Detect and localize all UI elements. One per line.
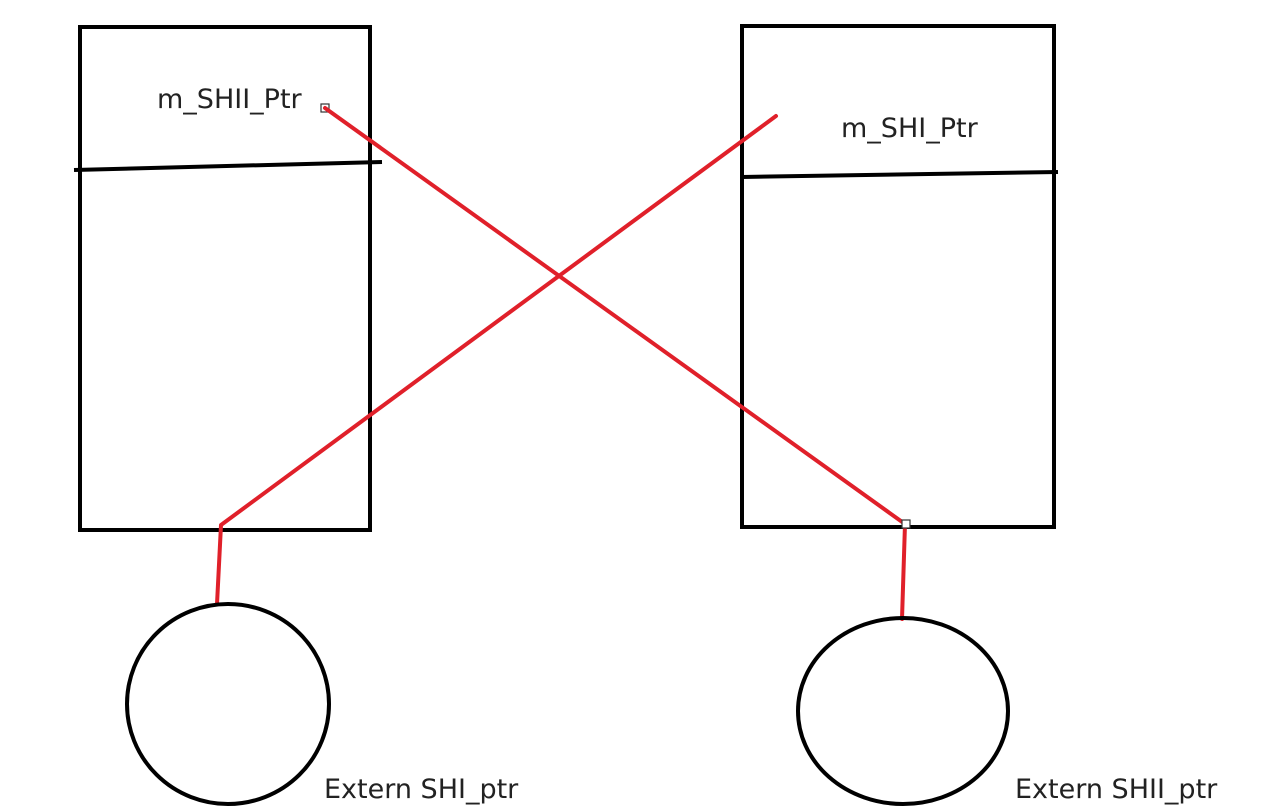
left-box-divider — [73, 160, 383, 172]
pointer-line-left-circle-to-right-box — [215, 114, 778, 606]
left-box-outline — [78, 25, 372, 532]
left-circle — [125, 602, 331, 806]
pointer-line-left-box-to-right-circle — [323, 106, 907, 621]
right-pointer-handle[interactable] — [901, 519, 911, 529]
right-circle — [796, 616, 1010, 806]
left-circle-label: Extern SHI_ptr — [324, 774, 519, 805]
pointer-lines — [215, 106, 907, 621]
right-box: m_SHI_Ptr — [740, 24, 1059, 529]
left-box-label: m_SHII_Ptr — [157, 84, 303, 115]
right-circle-label: Extern SHII_ptr — [1015, 774, 1218, 805]
right-box-outline — [740, 24, 1056, 529]
right-box-label: m_SHI_Ptr — [841, 113, 979, 144]
right-box-divider — [741, 170, 1059, 179]
left-box: m_SHII_Ptr — [73, 25, 383, 532]
